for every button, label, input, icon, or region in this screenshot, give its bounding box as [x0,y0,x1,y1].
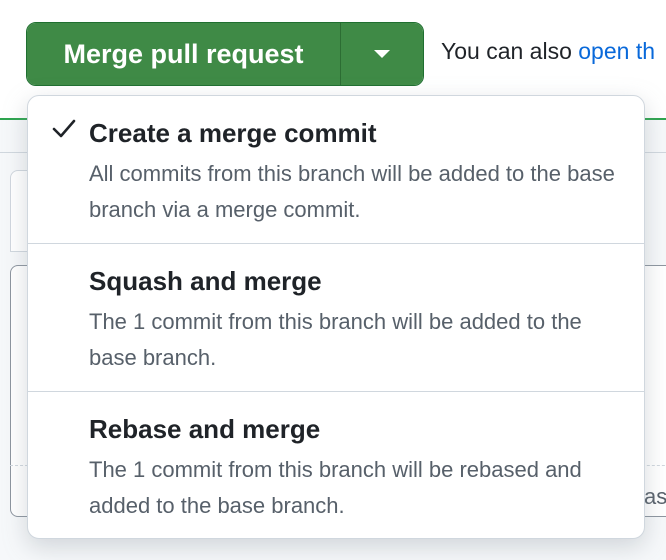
background-partial-text: as [644,484,666,509]
menu-item-squash-and-merge[interactable]: Squash and merge The 1 commit from this … [28,244,644,392]
check-icon [52,119,76,138]
menu-item-title: Rebase and merge [89,414,321,444]
merge-method-menu: Create a merge commit All commits from t… [27,95,645,539]
menu-item-title: Squash and merge [89,266,322,296]
chevron-down-icon [374,50,390,58]
merge-method-dropdown-toggle[interactable] [341,23,423,85]
merge-pull-request-button[interactable]: Merge pull request [27,23,341,85]
menu-item-title: Create a merge commit [89,118,377,148]
menu-item-create-merge-commit[interactable]: Create a merge commit All commits from t… [28,96,644,244]
menu-item-rebase-and-merge[interactable]: Rebase and merge The 1 commit from this … [28,392,644,538]
helper-text: You can also open th [441,38,655,65]
menu-item-description: The 1 commit from this branch will be ad… [89,309,582,370]
menu-item-description: All commits from this branch will be add… [89,161,615,222]
menu-item-description: The 1 commit from this branch will be re… [89,457,582,518]
open-link[interactable]: open th [578,38,656,64]
helper-prefix: You can also [441,38,572,64]
merge-button-group: Merge pull request [26,22,424,86]
